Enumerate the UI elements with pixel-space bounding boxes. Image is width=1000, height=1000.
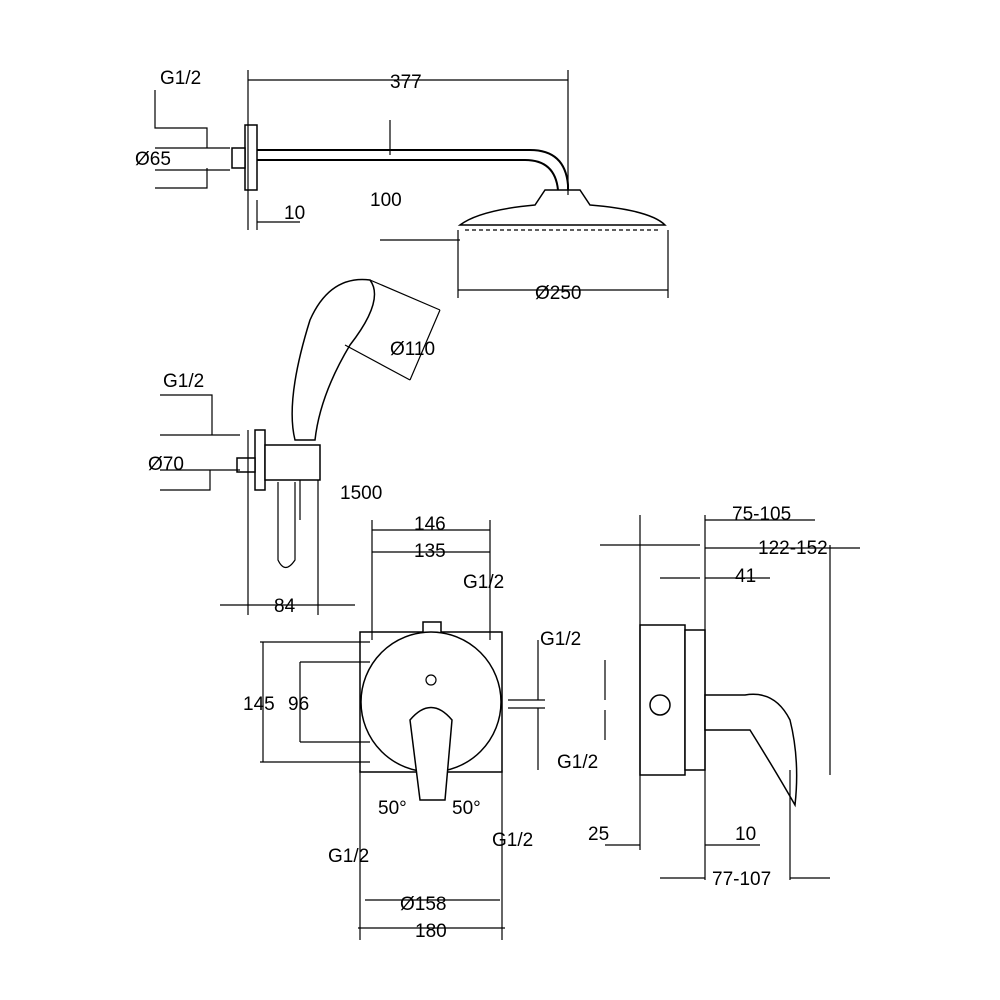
height-outer-label: 145: [243, 694, 275, 715]
box-width-label: 180: [415, 921, 447, 942]
plate-dia-label: Ø158: [400, 894, 446, 915]
offset-label: 41: [735, 566, 756, 587]
hand-thread-label: G1/2: [163, 371, 204, 392]
mixer-side-drawing: [600, 515, 860, 880]
arm-length-label: 377: [390, 72, 422, 93]
side-thread-label: G1/2: [540, 629, 581, 650]
install-range-label: 77-107: [712, 869, 771, 890]
wall-label: 25: [588, 824, 609, 845]
depth-range-label: 75-105: [732, 504, 791, 525]
head-dia-label: Ø250: [535, 283, 581, 304]
hand-shower-drawing: [160, 278, 441, 615]
hand-projection-label: 84: [274, 596, 296, 617]
top-thread-label: G1/2: [463, 572, 504, 593]
arm-thread-label: G1/2: [160, 68, 201, 89]
width-outer-label: 146: [414, 514, 446, 535]
hand-outlet-dia-label: Ø70: [148, 454, 184, 475]
angle-left-label: 50°: [378, 798, 407, 819]
arm-drop-label: 100: [370, 190, 402, 211]
side-view-thread-label: G1/2: [557, 752, 598, 773]
hose-length-label: 1500: [340, 483, 382, 504]
arm-rosette-dia-label: Ø65: [135, 149, 171, 170]
shower-arm-drawing: [154, 70, 669, 298]
hand-head-dia-label: Ø110: [390, 339, 435, 360]
mixer-front-drawing: [260, 520, 545, 940]
bottom-thread-left-label: G1/2: [328, 846, 369, 867]
gap-label: 10: [735, 824, 756, 845]
height-inner-label: 96: [288, 694, 309, 715]
width-inner-label: 135: [414, 541, 446, 562]
angle-right-label: 50°: [452, 798, 481, 819]
total-range-label: 122-152: [758, 538, 828, 559]
arm-wall-gap-label: 10: [284, 203, 305, 224]
bottom-thread-right-label: G1/2: [492, 830, 533, 851]
